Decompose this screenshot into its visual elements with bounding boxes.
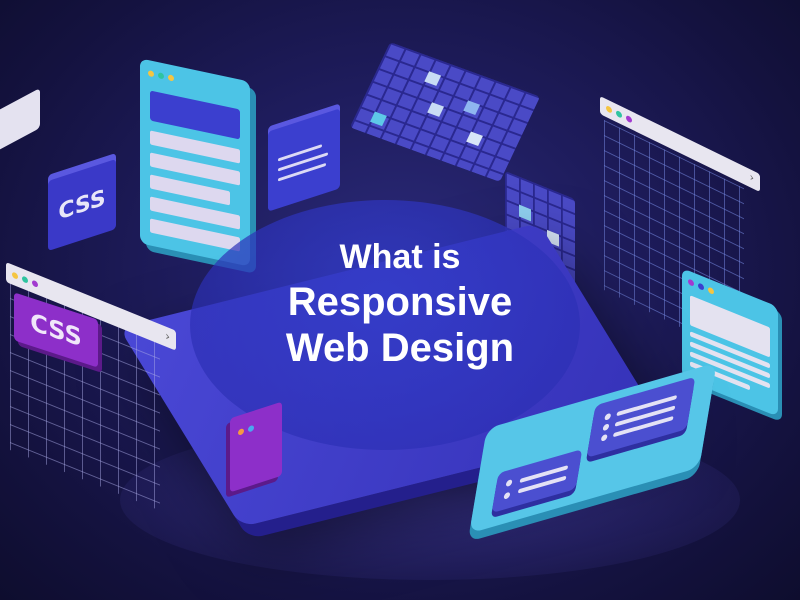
text-card-icon xyxy=(268,108,340,212)
code-component-card xyxy=(491,449,583,514)
window-dots-icon xyxy=(148,70,174,82)
pixel-grid-sheet xyxy=(349,42,541,182)
title-line-3: Web Design xyxy=(285,326,515,370)
chevron-right-icon: › xyxy=(749,169,754,186)
browser-mockup-card-cyan xyxy=(140,58,250,267)
dome-overlay xyxy=(190,200,580,450)
hero-title: What is Responsive Web Design xyxy=(200,240,600,368)
css-tile-blue: CSS xyxy=(48,158,116,252)
title-line-1: What is xyxy=(339,238,461,276)
title-line-2: Responsive xyxy=(287,280,513,324)
partial-browser-card xyxy=(0,88,40,160)
header-block xyxy=(150,90,240,140)
chevron-right-icon: › xyxy=(165,328,170,345)
